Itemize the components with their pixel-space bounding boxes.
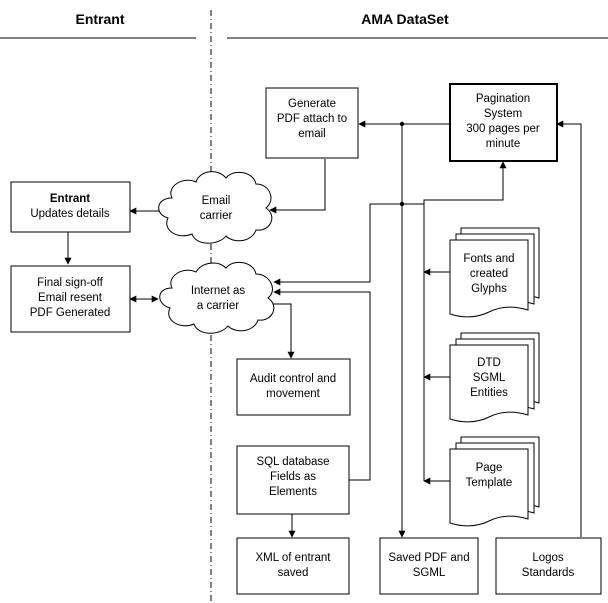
final-signoff-box: Final sign-off Email resent PDF Generate… — [10, 265, 131, 333]
page-template-line: Template — [466, 477, 513, 489]
sql-line: SQL database — [256, 456, 329, 468]
entrant-updates-text: Updates details — [30, 208, 110, 220]
generate-pdf-line: Generate — [288, 98, 336, 110]
header-ama-dataset: AMA DataSet — [361, 11, 449, 27]
connector-internet-to-audit — [271, 303, 295, 359]
column-headers: Entrant AMA DataSet — [0, 11, 608, 39]
pagination-line: System — [484, 108, 522, 120]
email-carrier-cloud: Email carrier — [158, 171, 273, 244]
dtd-line: DTD — [477, 357, 501, 369]
dtd-line: Entities — [470, 387, 508, 399]
email-carrier-line: carrier — [200, 210, 233, 222]
connector-generate-to-email — [269, 159, 326, 214]
final-signoff-line: Email resent — [38, 292, 103, 304]
fonts-line: Glyphs — [471, 283, 507, 295]
email-carrier-line: Email — [202, 195, 231, 207]
pagination-line: minute — [486, 138, 521, 150]
pagination-line: Pagination — [476, 93, 530, 105]
connector-logos-to-pagination — [556, 120, 582, 537]
xml-line: saved — [278, 567, 309, 579]
entrant-updates-title: Entrant — [50, 193, 90, 205]
sql-line: Elements — [269, 486, 317, 498]
connectors — [64, 120, 582, 538]
generate-pdf-box: Generate PDF attach to email — [265, 87, 359, 159]
connector-sql-to-internet — [273, 288, 371, 481]
sql-line: Fields as — [270, 471, 316, 483]
junction-dot-top — [399, 121, 405, 127]
fonts-line: Fonts and — [463, 253, 514, 265]
pagination-system-box: Pagination System 300 pages per minute — [449, 83, 558, 162]
audit-line: movement — [266, 388, 320, 400]
internet-carrier-line: Internet as — [191, 285, 246, 297]
final-signoff-line: PDF Generated — [30, 307, 111, 319]
saved-pdf-line: Saved PDF and — [388, 552, 469, 564]
audit-control-box: Audit control and movement — [236, 358, 351, 416]
generate-pdf-line: PDF attach to — [277, 113, 347, 125]
entrant-updates-box: Entrant Updates details — [10, 181, 131, 233]
internet-carrier-line: a carrier — [197, 300, 239, 312]
dtd-sgml-doc-stack: DTD SGML Entities — [449, 332, 540, 423]
connector-hub-to-internet — [273, 203, 402, 286]
logos-standards-box: Logos Standards — [495, 537, 602, 595]
saved-pdf-line: SGML — [413, 567, 446, 579]
saved-pdf-box: Saved PDF and SGML — [379, 537, 479, 595]
logos-line: Logos — [532, 552, 564, 564]
logos-line: Standards — [522, 567, 575, 579]
page-template-doc-stack: Page Template — [449, 436, 540, 527]
dtd-line: SGML — [473, 372, 506, 384]
internet-carrier-cloud: Internet as a carrier — [159, 261, 275, 334]
pagination-line: 300 pages per — [466, 123, 540, 135]
final-signoff-line: Final sign-off — [37, 277, 103, 289]
audit-line: Audit control and — [250, 373, 336, 385]
junction-dot-hub — [399, 201, 405, 207]
page-template-line: Page — [476, 462, 503, 474]
xml-saved-box: XML of entrant saved — [236, 537, 350, 595]
header-entrant: Entrant — [76, 11, 125, 27]
connector-hub-to-pagination — [402, 161, 507, 205]
fonts-glyphs-doc-stack: Fonts and created Glyphs — [449, 227, 540, 318]
sql-database-box: SQL database Fields as Elements — [236, 445, 350, 515]
xml-line: XML of entrant — [255, 552, 331, 564]
generate-pdf-line: email — [298, 128, 325, 140]
fonts-line: created — [470, 268, 508, 280]
